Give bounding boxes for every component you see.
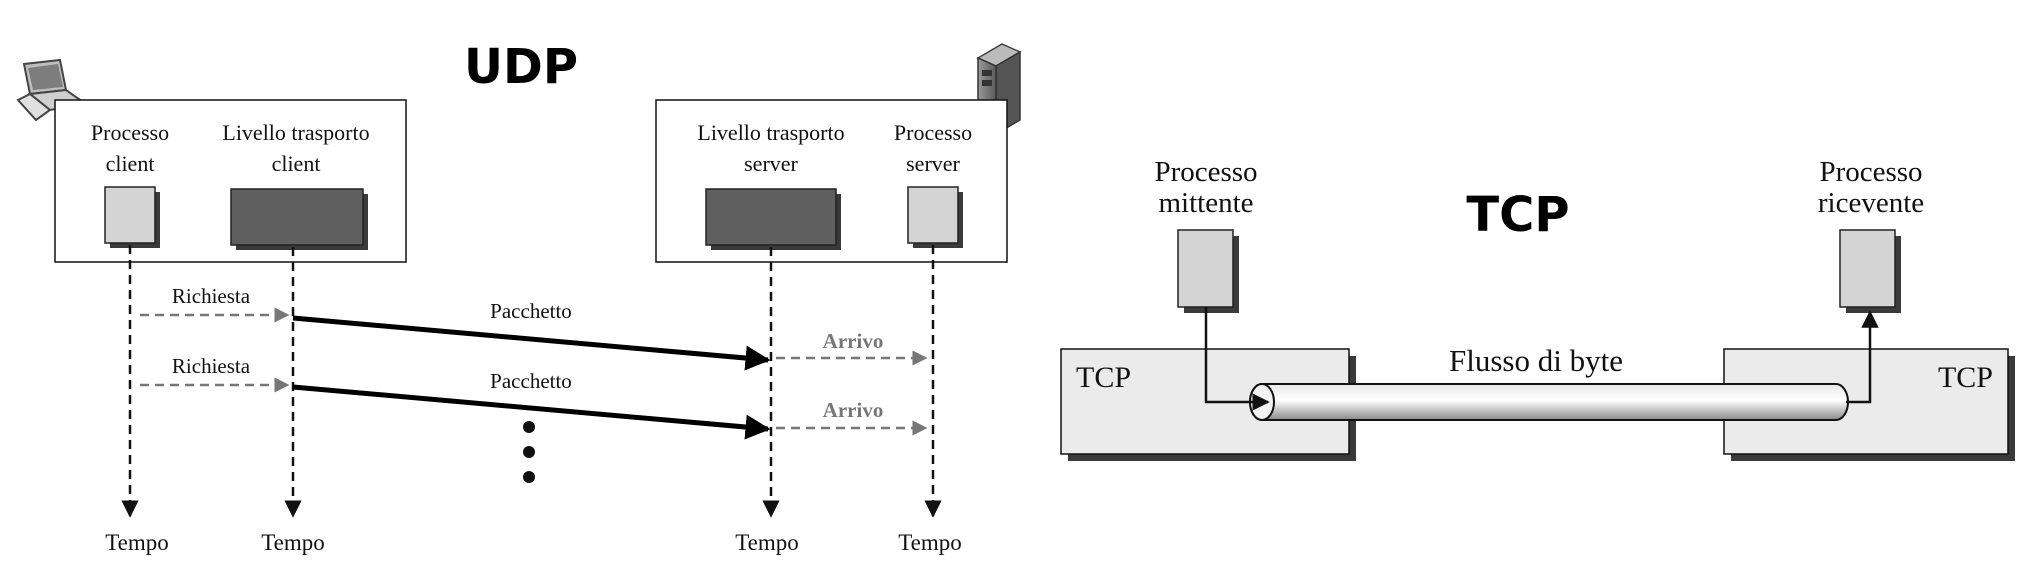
byte-stream-pipe	[1249, 383, 1849, 421]
sender-label-1: Processo	[1154, 156, 1257, 188]
server-process-label-2: server	[906, 151, 960, 176]
server-transport-label-2: server	[744, 151, 798, 176]
server-transport-label-1: Livello trasporto	[697, 120, 844, 145]
tcp-right-label: TCP	[1938, 361, 1993, 394]
server-process-label-1: Processo	[894, 120, 972, 145]
time-label-4: Tempo	[898, 530, 962, 555]
client-process-label-1: Processo	[91, 120, 169, 145]
client-transport-label-2: client	[272, 151, 321, 176]
time-label-2: Tempo	[261, 530, 325, 555]
udp-title: UDP	[464, 39, 578, 95]
stream-to-receiver-arrow	[1846, 310, 1879, 404]
arrival-label-2: Arrivo	[823, 398, 884, 422]
continuation-dots	[523, 421, 535, 483]
receiver-process-block	[1839, 229, 1896, 308]
server-transport-block	[705, 188, 837, 246]
client-process-label-2: client	[106, 151, 155, 176]
receiver-label-2: ricevente	[1818, 187, 1924, 219]
packet-arrow-1	[292, 315, 771, 371]
receiver-label-1: Processo	[1819, 156, 1922, 188]
time-label-3: Tempo	[735, 530, 799, 555]
byte-stream-label: Flusso di byte	[1449, 343, 1623, 378]
arrival-label-1: Arrivo	[823, 329, 884, 353]
sender-process-block	[1177, 229, 1234, 308]
client-transport-label-1: Livello trasporto	[222, 120, 369, 145]
tcp-left-label: TCP	[1076, 361, 1131, 394]
sender-to-stream-arrow	[1204, 307, 1270, 411]
client-transport-block	[230, 188, 364, 246]
packet-label-1: Pacchetto	[490, 299, 572, 323]
sender-label-2: mittente	[1158, 187, 1253, 219]
time-label-1: Tempo	[105, 530, 169, 555]
request-label-1: Richiesta	[172, 284, 251, 308]
request-label-2: Richiesta	[172, 354, 251, 378]
packet-arrow-2	[292, 384, 771, 440]
client-process-block	[104, 186, 156, 244]
packet-label-2: Pacchetto	[490, 369, 572, 393]
tcp-title: TCP	[1466, 187, 1569, 243]
server-process-block	[907, 186, 959, 244]
